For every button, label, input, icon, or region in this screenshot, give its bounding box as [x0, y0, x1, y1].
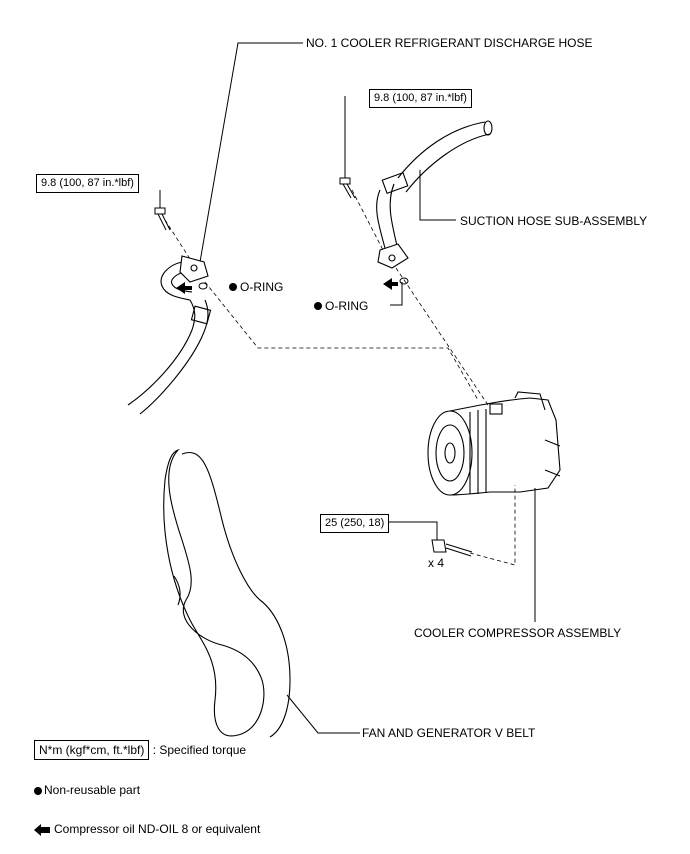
o-ring-2-dot: [314, 302, 322, 310]
legend-non-reusable-text: Non-reusable part: [44, 783, 141, 797]
legend-torque: N*m (kgf*cm, ft.*lbf) : Specified torque: [34, 740, 246, 760]
label-suction-hose: SUCTION HOSE SUB-ASSEMBLY: [460, 214, 648, 228]
oil-arrow-1: [176, 282, 192, 294]
suction-bolt: [339, 177, 356, 199]
leader-v-belt: [286, 694, 360, 734]
legend-compressor-oil-text: Compressor oil ND-OIL 8 or equivalent: [54, 822, 261, 836]
legend-torque-desc: : Specified torque: [152, 743, 247, 757]
v-belt-shape: [163, 448, 291, 738]
torque-box-suction: 9.8 (100, 87 in.*lbf): [369, 89, 472, 108]
guide-discharge-bolt: [164, 219, 193, 263]
label-v-belt: FAN AND GENERATOR V BELT: [362, 726, 536, 740]
o-ring-1-dot: [229, 283, 237, 291]
suction-hose: [376, 120, 493, 269]
legend-torque-key: N*m (kgf*cm, ft.*lbf): [34, 740, 150, 760]
leader-discharge-hose: [199, 42, 303, 263]
discharge-bolt: [154, 207, 171, 231]
torque-box-compressor: 25 (250, 18): [320, 514, 390, 533]
leader-o-ring-2: [390, 282, 403, 306]
guide-discharge-to-compressor: [204, 281, 479, 401]
o-ring-1-shape: [198, 282, 208, 290]
label-bolt-quantity: x 4: [428, 556, 445, 570]
o-ring-2-shape: [399, 277, 409, 285]
guide-suction-to-compressor: [395, 267, 489, 406]
label-o-ring-2: O-RING: [325, 299, 369, 313]
left-arrow-icon: [34, 823, 50, 836]
torque-box-discharge: 9.8 (100, 87 in.*lbf): [36, 174, 139, 193]
guide-suction-bolt: [351, 189, 385, 253]
filled-circle-icon: [34, 786, 42, 795]
oil-arrow-2: [383, 278, 398, 290]
leader-compressor-bolt: [388, 521, 438, 545]
legend-compressor-oil: Compressor oil ND-OIL 8 or equivalent: [34, 822, 260, 836]
leader-suction-hose: [419, 170, 456, 221]
compressor-bolt: [431, 539, 473, 557]
discharge-hose: [127, 255, 212, 415]
label-compressor: COOLER COMPRESSOR ASSEMBLY: [414, 626, 622, 640]
compressor-shape: [427, 391, 561, 496]
label-discharge-hose: NO. 1 COOLER REFRIGERANT DISCHARGE HOSE: [306, 36, 593, 50]
guide-compressor-bolt: [469, 485, 516, 566]
label-o-ring-1: O-RING: [240, 280, 284, 294]
legend-non-reusable: Non-reusable part: [34, 783, 140, 797]
